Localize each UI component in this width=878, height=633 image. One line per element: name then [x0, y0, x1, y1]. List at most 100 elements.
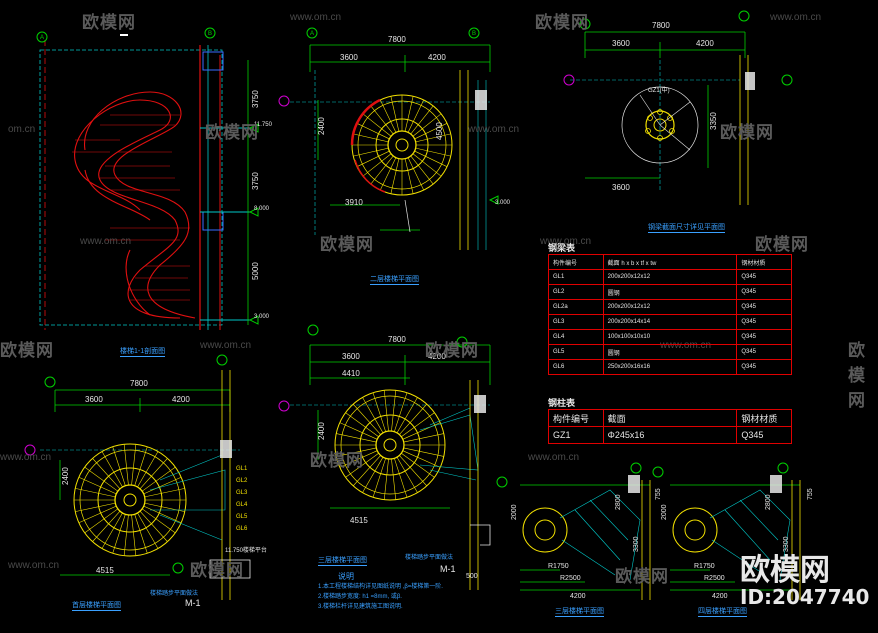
- stair-tread-line: [390, 96, 400, 132]
- watermark-brand: 欧模网: [615, 567, 669, 587]
- table-header-cell: 钢材材质: [736, 254, 792, 270]
- level-text: 11.750楼梯平台: [225, 546, 267, 554]
- stair-tread-line: [137, 512, 159, 549]
- dim-text: 500: [466, 573, 478, 580]
- dim-text: 3600: [340, 53, 358, 62]
- table-cell: Q345: [736, 269, 792, 285]
- dim-text: 4200: [428, 53, 446, 62]
- stair-tread-line: [92, 510, 121, 542]
- plan-top-right: [563, 10, 793, 205]
- table-cell: 圆钢: [602, 344, 738, 360]
- watermark-brand: 欧模网: [190, 561, 244, 581]
- caption-beam-plan: 钢梁截面尺寸详见平面图: [648, 224, 725, 233]
- watermark-url: www.om.cn: [80, 236, 132, 247]
- stair-tread-line: [404, 158, 414, 194]
- watermark-brand: 欧模网: [310, 451, 364, 471]
- watermark-url: www.om.cn: [770, 12, 822, 23]
- stair-tread-line: [123, 514, 129, 556]
- dim-text: 3.000: [495, 200, 511, 206]
- dim-text: R2500: [704, 575, 725, 582]
- table-cell: Q345: [736, 344, 792, 360]
- dim-text: 755: [807, 488, 814, 500]
- stair-tread-line: [396, 397, 418, 434]
- dim-text: 4515: [96, 566, 114, 575]
- dim-text: 7800: [388, 335, 406, 344]
- watermark-brand: 欧模网: [82, 13, 136, 33]
- stair-tread-line: [78, 476, 117, 495]
- dim-text: M-1: [440, 564, 456, 574]
- dim-text: 3300: [633, 536, 640, 552]
- stair-tread-line: [403, 433, 444, 443]
- stair-tread-line: [134, 514, 148, 554]
- caption-plan-stair-b: 四层楼梯平面图: [698, 608, 747, 617]
- dim-text: 3910: [345, 198, 363, 207]
- stair-tread-line: [391, 458, 397, 500]
- notes-block: 说明 1.本工程楼梯结构详见图纸说明 ,β=楼梯第一阶. 2.楼梯踏步宽度: h…: [318, 572, 443, 612]
- dim-text: 4200: [712, 593, 728, 600]
- table-header-cell: 钢材材质: [736, 409, 792, 427]
- stair-tread-line: [134, 446, 148, 486]
- table-cell: GL3: [548, 314, 604, 330]
- beam-tag: GL5: [236, 514, 248, 520]
- stair-tread-line: [407, 157, 424, 191]
- stair-tread-line: [353, 147, 389, 157]
- watermark-url: www.om.cn: [540, 236, 592, 247]
- stair-tread-line: [412, 113, 442, 137]
- dim-text: 4200: [172, 395, 190, 404]
- plan-stair-a: [496, 462, 651, 600]
- stair-tread-line: [144, 488, 185, 498]
- stair-tread-line: [139, 510, 168, 542]
- stair-tread-line: [141, 508, 176, 534]
- table-cell: 100x100x10x10: [602, 329, 738, 345]
- stair-tread-line: [112, 446, 126, 486]
- stair-tread-line: [390, 158, 400, 194]
- beam-tag: GL6: [236, 526, 248, 532]
- table-cell: 圆钢: [602, 284, 738, 300]
- table-header-cell: 截面: [602, 409, 738, 427]
- dim-text: 3750: [251, 172, 260, 190]
- dim-text: 4200: [570, 593, 586, 600]
- table-cell: Q345: [736, 359, 792, 375]
- dim-text: 4200: [696, 39, 714, 48]
- stair-tread-line: [352, 455, 381, 487]
- stair-tread-line: [372, 458, 386, 498]
- stair-tread-line: [131, 444, 137, 486]
- level-text: 3.000: [254, 314, 270, 320]
- dim-text: 2400: [61, 467, 70, 485]
- stair-tread-line: [415, 133, 451, 143]
- stair-tread-line: [383, 390, 389, 432]
- table-cell: Q345: [736, 426, 792, 444]
- watermark-url: www.om.cn: [200, 340, 252, 351]
- dim-text: R1750: [548, 563, 569, 570]
- stair-tread-line: [399, 455, 428, 487]
- dim-text: 7800: [652, 21, 670, 30]
- stair-tread-line: [101, 451, 123, 488]
- stair-tread-line: [336, 433, 377, 443]
- table-cell: Φ245x16: [602, 426, 738, 444]
- level-text: 8.000: [254, 206, 270, 212]
- beam-tag: GL3: [236, 490, 248, 496]
- watermark-url: www.om.cn: [528, 452, 580, 463]
- stair-tread-line: [399, 403, 428, 435]
- dim-text: 2000: [511, 504, 518, 520]
- stair-tread-line: [380, 157, 397, 191]
- dim-text: 2400: [317, 422, 326, 440]
- watermark-url: www.om.cn: [0, 452, 52, 463]
- dim-text: 3300: [783, 536, 790, 552]
- level-text: 11.750: [254, 122, 273, 128]
- watermark-url: www.om.cn: [8, 560, 60, 571]
- dim-text: 3750: [251, 90, 260, 108]
- axis-label: A: [310, 31, 314, 37]
- stair-tread-line: [336, 447, 377, 457]
- watermark-brand: 欧模网: [720, 123, 774, 143]
- stair-tread-line: [84, 508, 119, 534]
- stair-tread-line: [141, 466, 176, 492]
- dim-text: 755: [655, 488, 662, 500]
- stair-tread-line: [396, 456, 418, 493]
- plan-stair-b: [652, 462, 801, 600]
- watermark-url: www.om.cn: [290, 12, 342, 23]
- stair-tread-line: [412, 153, 442, 177]
